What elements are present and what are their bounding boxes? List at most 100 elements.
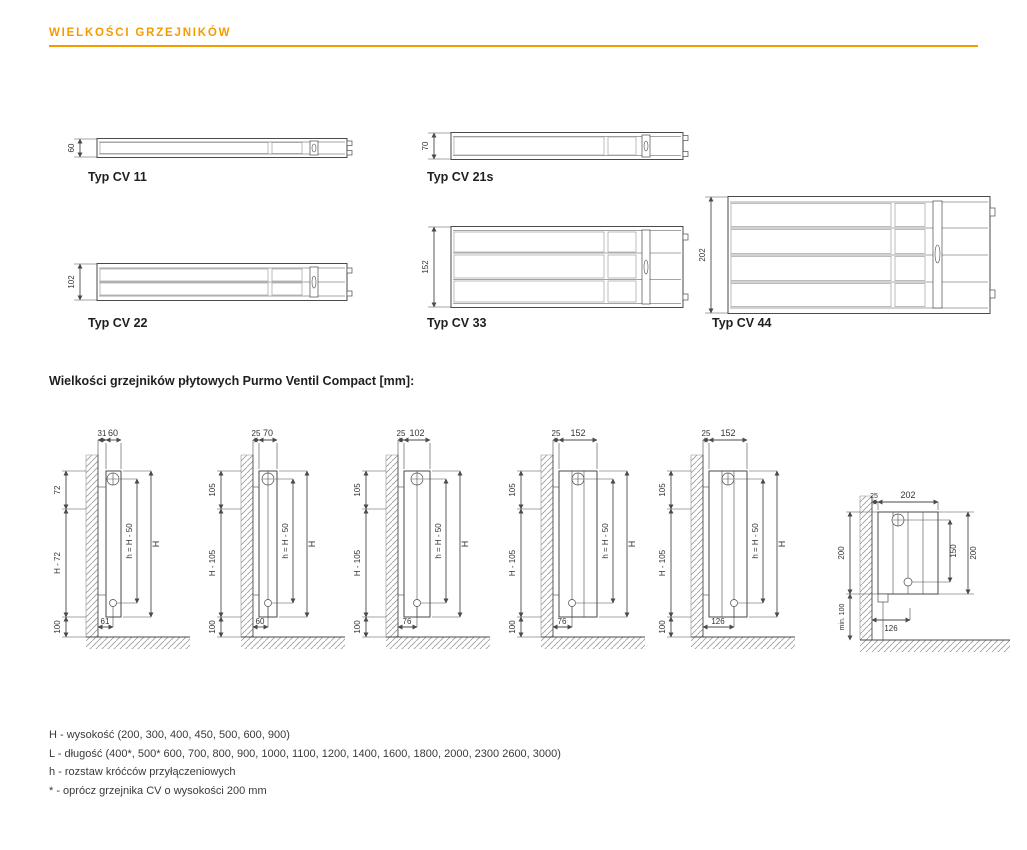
- side-view-3: 25 102 105 H - 105 100 h = H - 50 H 76: [353, 428, 490, 649]
- wall-gap-label: 31: [98, 429, 107, 438]
- radiator-body: [105, 470, 122, 618]
- depth-dimension: 102: [67, 263, 97, 301]
- legend-line-height: H - wysokość (200, 300, 400, 450, 500, 6…: [49, 729, 290, 741]
- floor-hatch: [241, 637, 345, 649]
- legend: H - wysokość (200, 300, 400, 450, 500, 6…: [49, 726, 561, 800]
- min-clearance-label: min. 100: [839, 603, 846, 630]
- convector-fins: [453, 231, 605, 253]
- convector-fins: [730, 256, 892, 281]
- connection-tab: [682, 293, 689, 301]
- convector-fins: [730, 229, 892, 254]
- corner-view-cv44: 25 202 200 min. 100 150 200 126: [837, 490, 1010, 652]
- convector-fins-end: [607, 280, 637, 303]
- convector-fins-end: [607, 231, 637, 253]
- height-label: H: [627, 541, 637, 548]
- body-height-label: H - 105: [658, 549, 667, 576]
- depth-label: 152: [720, 428, 735, 438]
- convector-fins-end: [894, 283, 926, 307]
- convector-fins: [453, 136, 605, 156]
- convector-fins-end: [607, 254, 637, 279]
- body-height-label: H - 105: [353, 549, 362, 576]
- drain-plug-icon: [730, 599, 738, 607]
- convector-fins-end: [271, 268, 303, 282]
- drain-plug-icon: [568, 599, 576, 607]
- clearance-label: 100: [658, 620, 667, 634]
- outer-height-label: 200: [969, 546, 978, 560]
- wall-gap-label: 25: [252, 429, 261, 438]
- pipe-spacing-label: h = H - 50: [751, 523, 760, 559]
- depth-label: 102: [67, 275, 76, 289]
- drain-plug-icon: [109, 599, 117, 607]
- connection-tab: [682, 135, 689, 141]
- wall-hatch: [691, 455, 703, 637]
- bottom-offset-label: 126: [884, 624, 898, 633]
- convector-fins-end: [271, 142, 303, 154]
- bottom-offset-label: 61: [101, 617, 110, 626]
- side-view-4: 25 152 105 H - 105 100 h = H - 50 H 76: [508, 428, 645, 649]
- profile-drawing-cv44: 202: [698, 196, 996, 314]
- end-bracket: [309, 266, 319, 298]
- section-subtitle: Wielkości grzejników płytowych Purmo Ven…: [49, 374, 415, 388]
- bracket-label: 105: [208, 483, 217, 497]
- depth-dimension: 60: [67, 138, 97, 158]
- end-bracket: [641, 229, 651, 305]
- side-view-5: 25 152 105 H - 105 100 h = H - 50 H 126: [658, 428, 795, 649]
- dimension-lines: 31 60 72 H - 72 100 h = H - 50 H 61: [53, 428, 161, 638]
- connection-tab: [346, 290, 353, 297]
- convector-fins-end: [271, 282, 303, 296]
- height-label: H: [151, 541, 161, 548]
- depth-label: 60: [108, 428, 118, 438]
- connection-tab: [682, 233, 689, 241]
- depth-dimension: 70: [421, 132, 451, 160]
- depth-label: 70: [421, 141, 430, 150]
- bottom-offset-label: 126: [711, 617, 725, 626]
- drain-plug-icon: [264, 599, 272, 607]
- body-height-label: H - 105: [208, 549, 217, 576]
- wall-hatch: [541, 455, 553, 637]
- dimension-lines: 25 102 105 H - 105 100 h = H - 50 H 76: [353, 428, 470, 638]
- legend-line-pipe-spacing: h - rozstaw króćców przyłączeniowych: [49, 766, 236, 778]
- dimension-lines: 25 70 105 H - 105 100 h = H - 50 H 60: [208, 428, 317, 638]
- connection-tab: [346, 150, 353, 156]
- connection-tab: [346, 140, 353, 146]
- end-bracket: [932, 200, 943, 309]
- clearance-label: 100: [353, 620, 362, 634]
- wall-gap-label: 25: [702, 429, 711, 438]
- radiator-body: [558, 470, 598, 618]
- bottom-offset-label: 76: [403, 617, 412, 626]
- body-height-label: H - 72: [53, 552, 62, 574]
- end-bracket: [309, 140, 319, 156]
- convector-fins: [730, 283, 892, 307]
- depth-label: 70: [263, 428, 273, 438]
- convector-fins-end: [894, 203, 926, 227]
- convector-fins: [453, 254, 605, 279]
- end-bracket: [641, 134, 651, 158]
- profile-drawing-cv11: 60: [67, 138, 353, 158]
- depth-dimension: 152: [421, 226, 451, 308]
- wall-gap-label: 25: [552, 429, 561, 438]
- pipe-spacing-label: h = H - 50: [434, 523, 443, 559]
- depth-label: 152: [570, 428, 585, 438]
- legend-line-footnote: * - oprócz grzejnika CV o wysokości 200 …: [49, 784, 267, 797]
- convector-fins: [453, 280, 605, 303]
- side-view-1: 31 60 72 H - 72 100 h = H - 50 H 61: [53, 428, 190, 649]
- depth-dimension: 202: [698, 196, 728, 314]
- clearance-label: 100: [208, 620, 217, 634]
- height-label: 200: [837, 546, 846, 560]
- page-title: WIELKOŚCI GRZEJNIKÓW: [49, 27, 232, 39]
- dimension-lines: 25 202 200 min. 100 150 200 126: [837, 490, 978, 641]
- profile-drawing-cv21s: 70: [421, 132, 689, 160]
- connection-tab: [682, 151, 689, 157]
- panel-outline: [96, 138, 348, 158]
- profile-drawing-cv33: 152: [421, 226, 689, 308]
- connection-tab: [346, 267, 353, 274]
- convector-fins: [99, 268, 269, 282]
- bottom-offset-label: 60: [256, 617, 265, 626]
- body-height-label: H - 105: [508, 549, 517, 576]
- wall-gap-label: 25: [870, 493, 878, 500]
- convector-fins: [99, 142, 269, 154]
- convector-fins-end: [894, 256, 926, 281]
- convector-fins-end: [894, 229, 926, 254]
- header-divider: [49, 45, 978, 47]
